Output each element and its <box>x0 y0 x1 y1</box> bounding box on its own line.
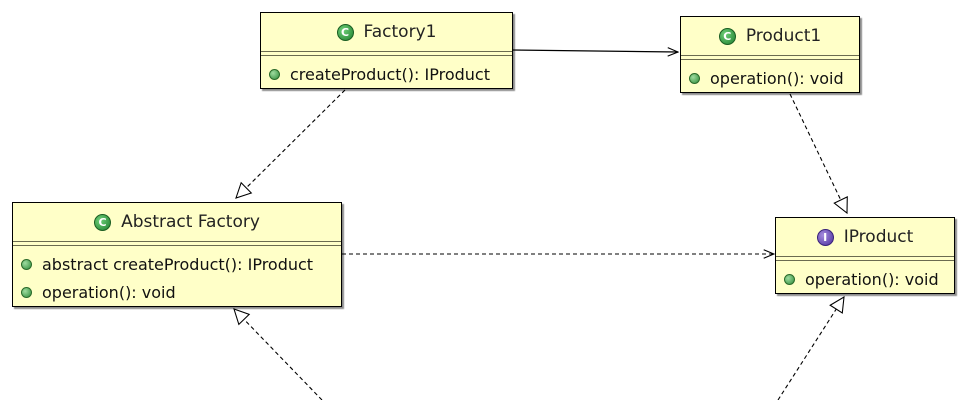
operation-signature: createProduct(): IProduct <box>290 64 490 84</box>
public-method-icon <box>21 258 32 270</box>
operation-signature: operation(): void <box>42 282 176 302</box>
operations-compartment: abstract createProduct(): IProduct opera… <box>13 246 341 310</box>
attributes-compartment <box>681 55 859 60</box>
class-icon: C <box>336 23 354 41</box>
operation-signature: abstract createProduct(): IProduct <box>42 254 314 274</box>
class-name: Product1 <box>745 26 822 46</box>
interface-box-iproduct[interactable]: I IProduct operation(): void <box>775 217 955 294</box>
class-header: C Factory1 <box>261 13 512 51</box>
operation-item: abstract createProduct(): IProduct <box>21 250 335 278</box>
class-box-product1[interactable]: C Product1 operation(): void <box>680 16 860 93</box>
realization-factory1-abstractfactory <box>235 89 346 199</box>
class-box-factory1[interactable]: C Factory1 createProduct(): IProduct <box>260 12 513 89</box>
realization-offscreen-abstractfactory <box>233 308 323 400</box>
realization-offscreen-iproduct <box>777 295 845 400</box>
operation-item: createProduct(): IProduct <box>269 60 506 88</box>
public-method-icon <box>21 286 32 298</box>
operation-signature: operation(): void <box>710 68 844 88</box>
operation-signature: operation(): void <box>805 269 939 289</box>
operations-compartment: operation(): void <box>681 60 859 96</box>
operations-compartment: operation(): void <box>776 261 954 297</box>
class-icon: C <box>94 213 112 231</box>
public-method-icon <box>689 72 700 84</box>
operation-item: operation(): void <box>21 278 335 306</box>
class-name: Factory1 <box>363 22 437 42</box>
interface-icon: I <box>816 228 834 246</box>
class-header: C Abstract Factory <box>13 203 341 241</box>
class-icon: C <box>718 27 736 45</box>
class-header: I IProduct <box>776 218 954 256</box>
class-header: C Product1 <box>681 17 859 55</box>
class-name: Abstract Factory <box>121 212 260 232</box>
attributes-compartment <box>776 256 954 261</box>
operations-compartment: createProduct(): IProduct <box>261 56 512 92</box>
class-box-abstract-factory[interactable]: C Abstract Factory abstract createProduc… <box>12 202 342 307</box>
attributes-compartment <box>261 51 512 56</box>
public-method-icon <box>269 68 280 80</box>
attributes-compartment <box>13 241 341 246</box>
public-method-icon <box>784 273 795 285</box>
class-name: IProduct <box>843 227 914 247</box>
association-factory1-product1 <box>511 50 678 52</box>
operation-item: operation(): void <box>689 64 853 92</box>
operation-item: operation(): void <box>784 265 948 293</box>
realization-product1-iproduct <box>789 93 848 215</box>
